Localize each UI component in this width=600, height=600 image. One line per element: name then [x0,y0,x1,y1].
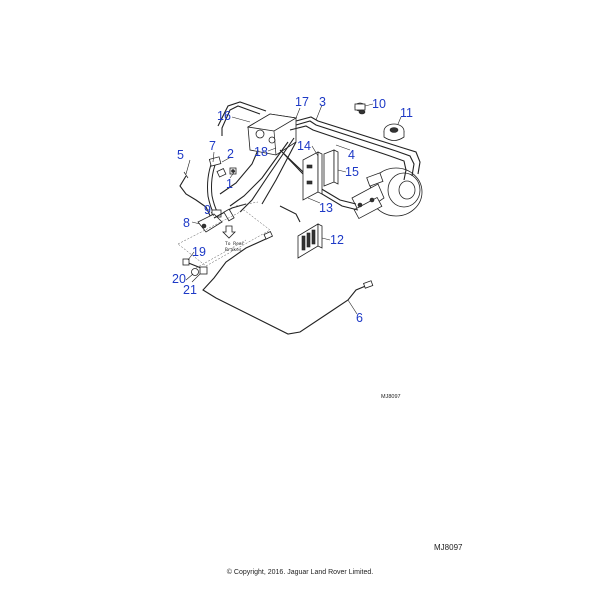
diagram-code-small: MJ8097 [381,394,401,400]
flexible-hose [207,156,222,218]
callout-14: 14 [297,139,311,153]
callout-18: 18 [254,145,268,159]
callout-15: 15 [345,165,359,179]
master-cylinder-booster [351,167,423,220]
callout-12: 12 [330,233,344,247]
callout-4: 4 [348,148,355,162]
bleed-fittings [182,258,208,276]
rear-brakes-note: To Rear Brakes [177,201,271,269]
caliper-bracket [197,203,247,233]
switch-fitting [354,102,366,115]
callout-19: 19 [192,245,206,259]
callout-17: 17 [295,95,309,109]
callout-20: 20 [172,272,186,286]
callout-7: 7 [209,139,216,153]
callout-1: 1 [226,177,233,191]
callout-2: 2 [227,147,234,161]
callout-13: 13 [319,201,333,215]
callout-10: 10 [372,97,386,111]
pipe-clip-block [297,223,323,259]
leader-lines [185,103,402,315]
modulator-block [246,113,298,156]
callout-9: 9 [204,203,211,217]
callout-6: 6 [356,311,363,325]
brake-pipe-front-left [179,171,213,221]
note-line-2: Brakes [225,247,242,253]
pipe-bundle-upper [217,101,421,181]
callout-8: 8 [183,216,190,230]
diagram-code: MJ8097 [434,543,463,552]
callout-11: 11 [400,106,413,120]
pipe-unions [216,167,237,178]
rear-brake-pipe [202,205,374,335]
callout-labels: 1 2 3 4 5 6 7 8 9 10 11 12 13 14 15 16 1… [172,95,413,325]
pipe-clips [302,149,339,201]
callout-3: 3 [319,95,326,109]
reservoir-cap [383,123,405,141]
callout-21: 21 [183,283,197,297]
callout-16: 16 [217,109,231,123]
callout-5: 5 [177,148,184,162]
note-line-1: To Rear [225,241,245,247]
copyright-notice: © Copyright, 2016. Jaguar Land Rover Lim… [226,569,374,576]
